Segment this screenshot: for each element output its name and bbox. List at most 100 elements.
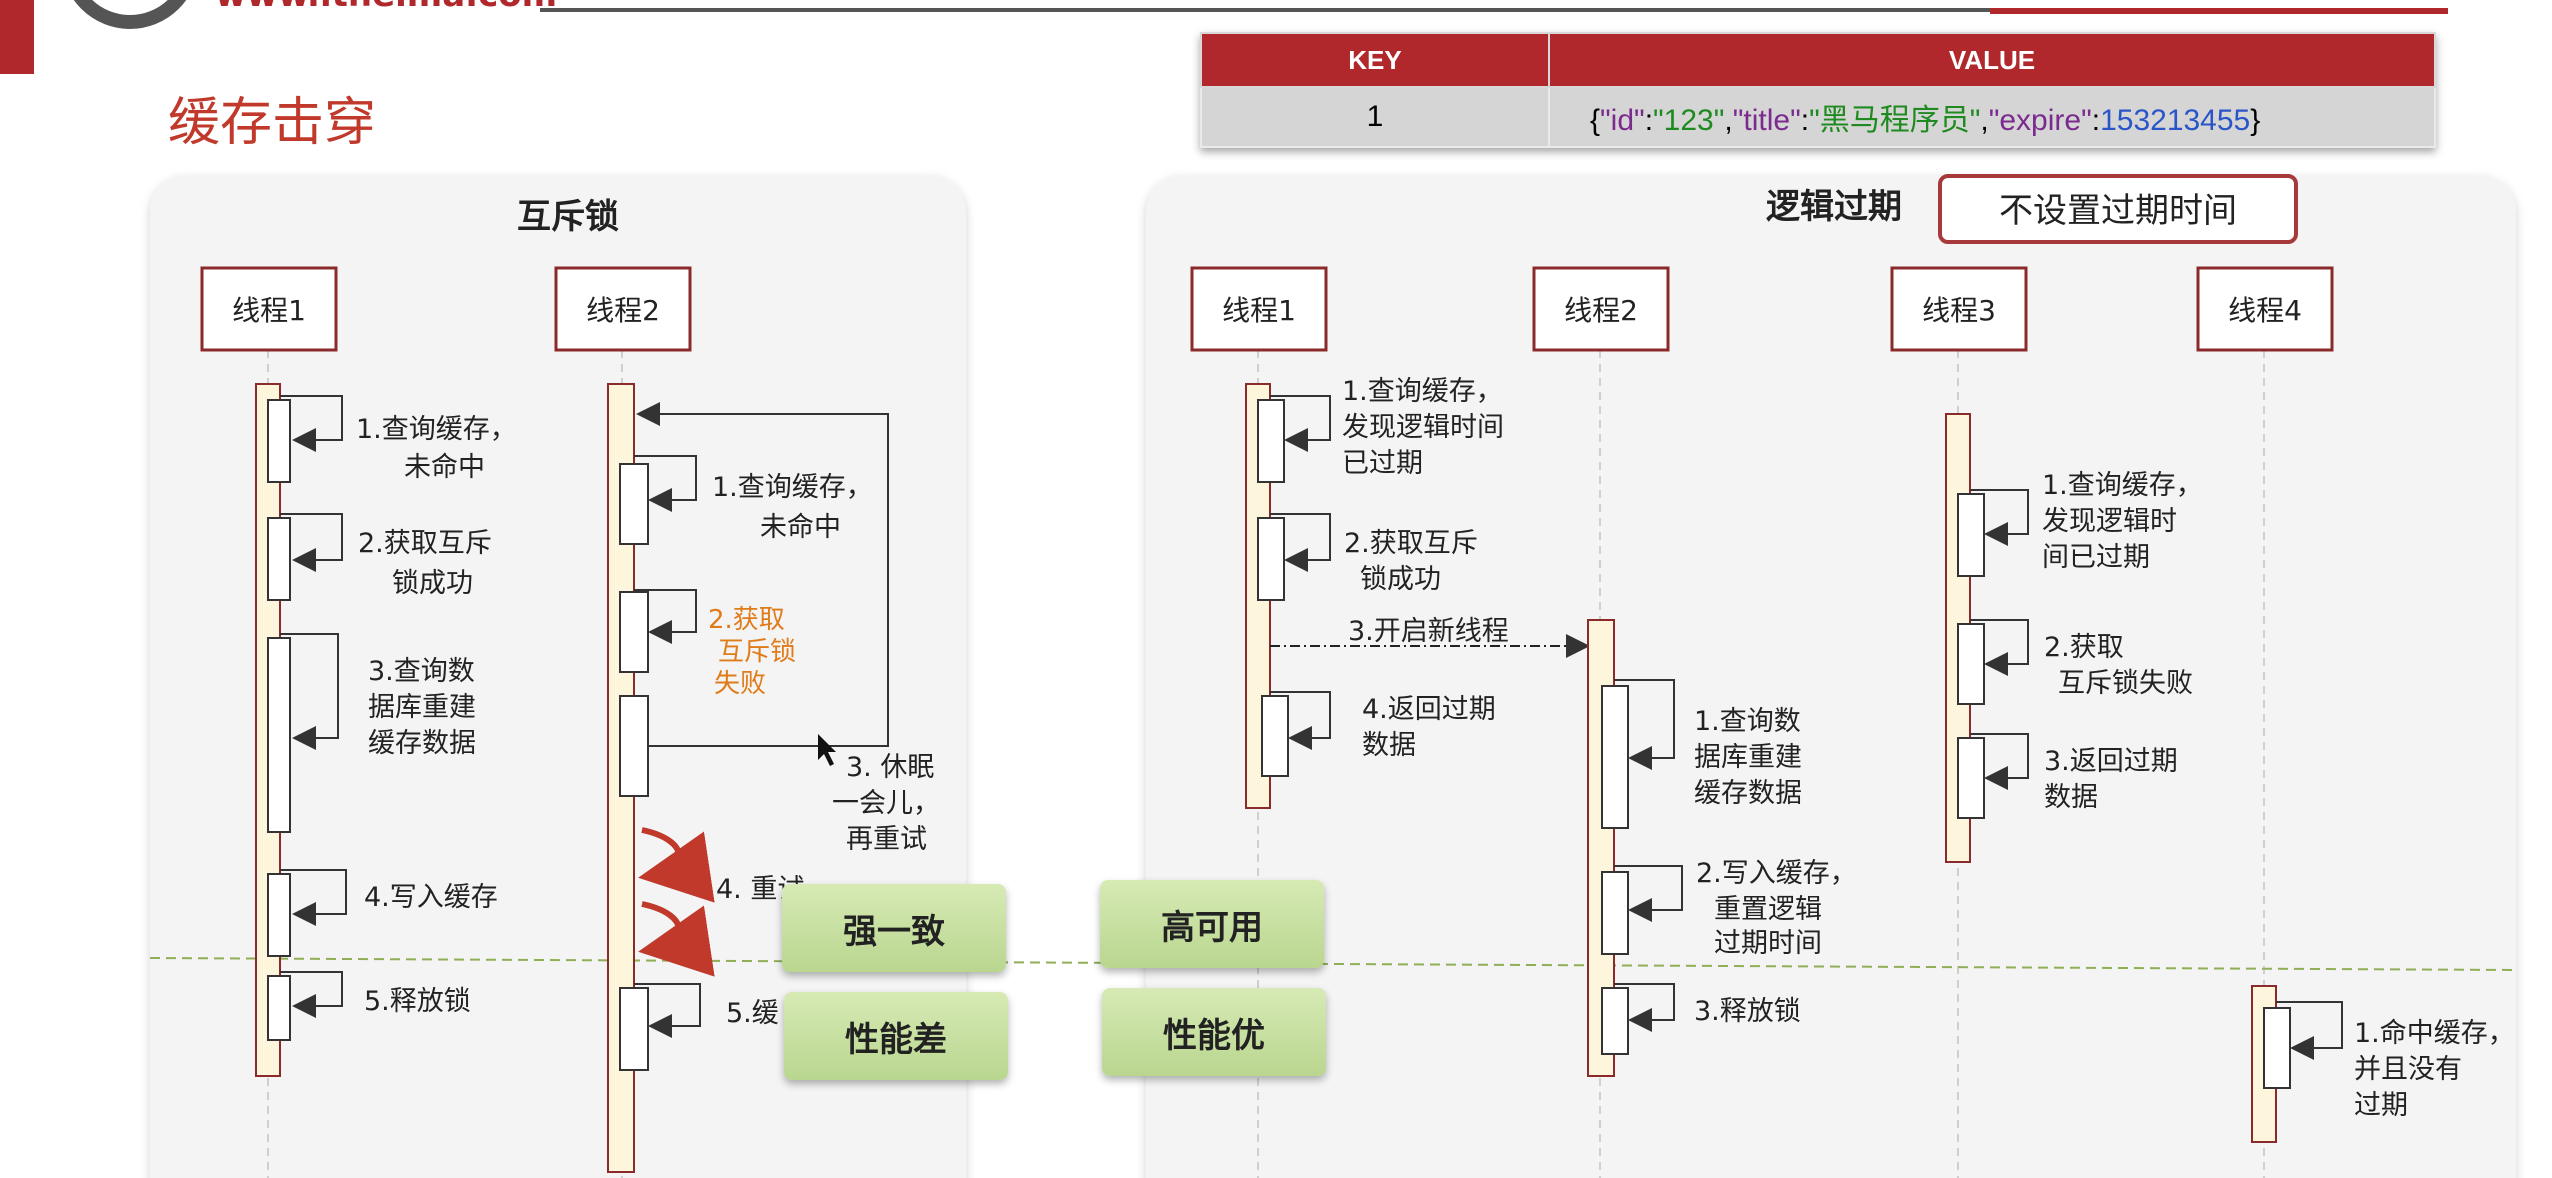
- logical-thread4-box: [2196, 266, 2334, 352]
- kv-header-value: VALUE: [1548, 32, 2436, 88]
- logical-t1-step4-bar: [1261, 695, 1289, 777]
- logical-thread4-label: 线程4: [2228, 294, 2302, 327]
- logical-t3-step3-arrow: [1970, 733, 2029, 790]
- logical-t3-step3-line2: 数据: [2044, 782, 2098, 813]
- mutex-t1-step1-bar: [267, 399, 291, 483]
- logical-t2-step1-line3: 缓存数据: [1694, 778, 1802, 809]
- badge-poor-performance: 性能差: [784, 992, 1008, 1080]
- kv-header-key: KEY: [1200, 32, 1550, 88]
- json-brace-close: }: [2250, 104, 2261, 137]
- logical-t3-step2-line1: 2.获取: [2044, 632, 2124, 663]
- logical-t2-step3-arrow: [1614, 983, 1675, 1032]
- page-title: 缓存击穿: [168, 93, 376, 153]
- logical-t1-step1-line3: 已过期: [1342, 448, 1423, 479]
- mutex-t2-step2-arrow: [634, 589, 697, 644]
- kv-row: 1 {"id":"123","title":"黑马程序员","expire":1…: [1200, 86, 2436, 148]
- json-value-expire: 153213455: [2100, 104, 2251, 137]
- logical-t1-step4-line2: 数据: [1362, 730, 1416, 761]
- logical-t2-step2-arrow: [1614, 865, 1683, 922]
- json-key-id: "id": [1600, 104, 1645, 137]
- logical-t3-step3-line1: 3.返回过期: [2044, 746, 2178, 777]
- badge-high-availability: 高可用: [1100, 880, 1324, 968]
- site-logo-text: www.itheima.com: [215, 0, 557, 15]
- mutex-t2-step1-bar: [619, 463, 649, 545]
- json-comma: ,: [1724, 104, 1733, 137]
- mutex-t2-step5-bar: [619, 987, 649, 1071]
- mutex-t2-step1-arrow: [634, 455, 697, 512]
- mutex-thread2-label: 线程2: [586, 294, 660, 327]
- mutex-t2-step1-line1: 1.查询缓存，: [712, 472, 873, 503]
- kv-header-row: KEY VALUE: [1200, 32, 2436, 88]
- mutex-t1-step5-arrow: [280, 971, 343, 1018]
- mutex-title: 互斥锁: [517, 197, 619, 237]
- logical-t1-step1-arrow: [1270, 395, 1331, 452]
- json-key-expire: "expire": [1988, 104, 2092, 137]
- json-value-id: "123": [1653, 104, 1725, 137]
- mutex-t2-step3-line2: 一会儿，: [832, 788, 940, 819]
- json-brace-open: {: [1590, 104, 1601, 137]
- badge-good-performance: 性能优: [1102, 988, 1326, 1076]
- logical-t3-step2-line2: 互斥锁失败: [2058, 668, 2193, 699]
- mutex-t1-step4-arrow: [280, 869, 347, 926]
- mutex-t2-step1-line2: 未命中: [760, 512, 841, 543]
- logical-t3-step2-bar: [1957, 623, 1985, 705]
- logical-t2-step2-line2: 重置逻辑: [1714, 894, 1822, 925]
- mutex-t1-step3-line1: 3.查询数: [368, 656, 475, 687]
- logical-expire-title: 逻辑过期: [1766, 187, 1902, 227]
- mouse-cursor-icon: [818, 734, 836, 766]
- json-value-title: "黑马程序员": [1809, 104, 1981, 137]
- mutex-t2-step3-line3: 再重试: [846, 824, 927, 855]
- retry-curl-icon-1: [638, 827, 715, 903]
- logical-t2-step2-bar: [1601, 871, 1629, 955]
- logical-t3-step1-arrow: [1970, 489, 2029, 546]
- logical-t4-step1-line3: 过期: [2354, 1090, 2408, 1121]
- logical-thread2-box: [1532, 266, 1670, 352]
- logical-t1-step2-bar: [1257, 517, 1285, 601]
- mutex-t2-retry-loop-arrow: [636, 402, 889, 747]
- json-colon: :: [2091, 104, 2101, 137]
- logical-t2-step1-line1: 1.查询数: [1694, 706, 1801, 737]
- logical-t1-step1-line1: 1.查询缓存，: [1342, 376, 1503, 407]
- mutex-t2-step5-label: 5.缓: [726, 998, 779, 1029]
- logical-t1-step3-label: 3.开启新线程: [1348, 616, 1509, 647]
- logical-t4-step1-line1: 1.命中缓存，: [2354, 1018, 2515, 1049]
- kv-key-cell: 1: [1200, 86, 1550, 148]
- logical-t3-step1-line2: 发现逻辑时: [2042, 506, 2177, 537]
- mutex-t2-step2-line3: 失败: [714, 669, 766, 699]
- mutex-t1-step2-line1: 2.获取互斥: [358, 528, 492, 559]
- logical-thread1-box: [1190, 266, 1328, 352]
- logical-t3-step3-bar: [1957, 737, 1985, 819]
- mutex-t1-step1-arrow: [280, 395, 343, 452]
- mutex-t2-step3-bar: [619, 695, 649, 797]
- logical-expire-panel: [1146, 176, 2516, 1178]
- logical-t1-step4-arrow: [1270, 691, 1331, 750]
- logical-t1-step4-line1: 4.返回过期: [1362, 694, 1496, 725]
- logical-t3-step1-line1: 1.查询缓存，: [2042, 470, 2203, 501]
- logical-t2-step3-bar: [1601, 987, 1629, 1055]
- mutex-panel: [150, 176, 966, 1178]
- logo-icon: [73, 0, 187, 29]
- section-divider: [149, 957, 2517, 971]
- mutex-t1-step5-label: 5.释放锁: [364, 986, 471, 1017]
- logical-t2-step2-line3: 过期时间: [1714, 928, 1822, 959]
- json-key-title: "title": [1732, 104, 1801, 137]
- logical-t3-step1-bar: [1957, 493, 1985, 577]
- mutex-t1-step2-arrow: [280, 513, 343, 572]
- json-colon: :: [1644, 104, 1654, 137]
- mutex-t1-step4-label: 4.写入缓存: [364, 882, 498, 913]
- badge-strong-consistency: 强一致: [782, 884, 1006, 972]
- logical-thread1-label: 线程1: [1222, 294, 1296, 327]
- cache-kv-table: KEY VALUE 1 {"id":"123","title":"黑马程序员",…: [1200, 32, 2436, 148]
- logical-t1-step2-arrow: [1270, 513, 1331, 572]
- mutex-t1-step3-line2: 据库重建: [368, 692, 476, 723]
- kv-value-cell: {"id":"123","title":"黑马程序员","expire":153…: [1548, 86, 2436, 148]
- no-expire-label: 不设置过期时间: [1999, 191, 2237, 231]
- logical-t3-step1-line3: 间已过期: [2042, 542, 2150, 573]
- logical-thread3-label: 线程3: [1922, 294, 1996, 327]
- logical-thread2-label: 线程2: [1564, 294, 1638, 327]
- logical-t1-step1-bar: [1257, 399, 1285, 483]
- mutex-t2-step5-arrow: [634, 983, 701, 1038]
- logical-t4-step1-arrow: [2276, 1001, 2343, 1060]
- logical-t1-step2-line2: 锁成功: [1360, 564, 1441, 595]
